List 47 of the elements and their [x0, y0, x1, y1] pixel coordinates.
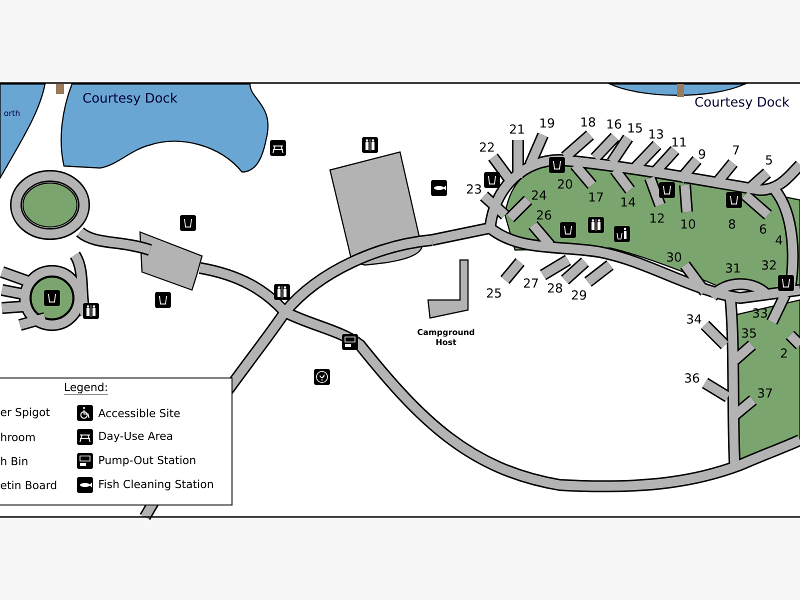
site-number: 36 — [685, 373, 700, 383]
legend-text: Day-Use Area — [99, 432, 172, 442]
legend-text: h Bin — [1, 456, 28, 466]
site-number: 13 — [649, 129, 663, 139]
site-number: 32 — [762, 260, 776, 270]
site-number: 34 — [687, 314, 702, 324]
site-number: 14 — [621, 197, 636, 207]
site-number: 8 — [728, 219, 736, 229]
site-number: 25 — [486, 288, 501, 298]
legend-text: etin Board — [0, 480, 56, 490]
site-number: 28 — [548, 283, 562, 293]
site-number: 18 — [581, 117, 596, 127]
site-number: 2 — [780, 348, 787, 358]
water-label: orth — [4, 110, 20, 116]
legend-text: Accessible Site — [98, 408, 180, 418]
site-number: 16 — [607, 119, 622, 129]
site-number: 6 — [760, 224, 766, 234]
site-number: 35 — [742, 328, 756, 338]
legend-text: hroom — [1, 432, 35, 442]
site-number: 4 — [776, 235, 782, 245]
site-number: 15 — [628, 123, 642, 133]
site-number: 21 — [510, 124, 524, 134]
site-number: 23 — [466, 184, 481, 194]
legend-text: Pump-Out Station — [99, 456, 196, 466]
site-number: 26 — [536, 210, 552, 220]
site-number: 37 — [758, 388, 772, 398]
site-number: 7 — [733, 145, 739, 155]
legend-text: Fish Cleaning Station — [99, 480, 213, 490]
site-number: 29 — [572, 290, 586, 300]
site-number: 12 — [650, 213, 664, 223]
site-number: 20 — [558, 179, 572, 189]
site-number: 30 — [667, 252, 682, 262]
site-number: 19 — [540, 118, 554, 128]
building-label: Campground Host — [418, 328, 474, 346]
site-number: 31 — [726, 263, 740, 273]
site-number: 11 — [672, 137, 686, 147]
legend-text: er Spigot — [0, 408, 50, 418]
water-label: Courtesy Dock — [83, 92, 178, 106]
site-number: 17 — [589, 192, 603, 202]
site-number: 9 — [698, 149, 706, 159]
site-number: 10 — [681, 219, 696, 229]
site-number: 24 — [532, 190, 546, 200]
water-label: Courtesy Dock — [695, 96, 790, 110]
site-number: 27 — [524, 278, 538, 288]
site-number: 5 — [766, 155, 772, 165]
site-number: 22 — [480, 142, 494, 152]
legend-title: Legend: — [64, 382, 108, 395]
